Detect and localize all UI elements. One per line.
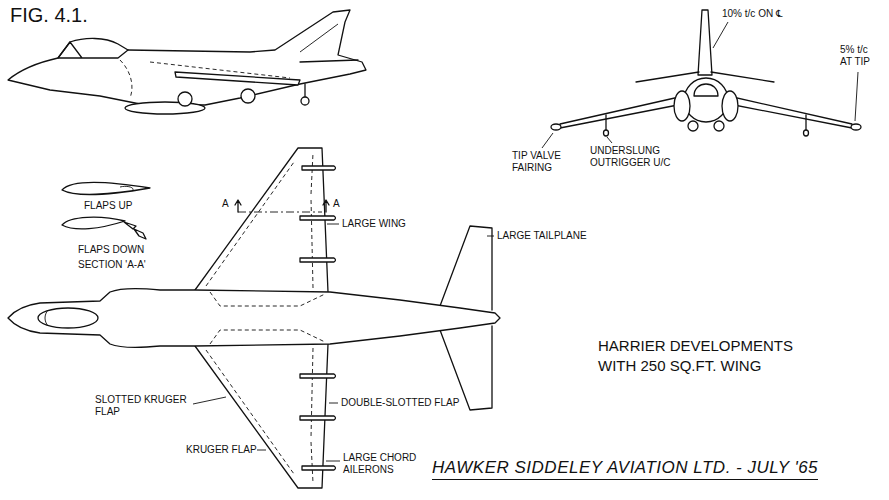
leader-line (607, 137, 612, 143)
leader-line (542, 133, 553, 148)
tailplane-plan (440, 226, 492, 310)
section-label: FLAPS UP (84, 200, 132, 212)
canopy-front (694, 84, 718, 96)
flap-slot-up (120, 186, 133, 191)
leader-line (193, 397, 226, 404)
canopy-side (58, 42, 128, 58)
leader-line (327, 224, 339, 225)
wing-root-hidden (150, 62, 290, 78)
airfoil-flaps-down (62, 217, 125, 229)
leader-line (855, 72, 858, 121)
airfoil-flaps-up (62, 183, 150, 195)
plan-view (8, 148, 500, 488)
part-label: LARGE WING (342, 218, 406, 230)
wing-front-left (560, 95, 688, 128)
gun-pod (125, 102, 205, 114)
intake-right (722, 91, 738, 121)
leader-lines (193, 22, 858, 461)
fin-front (698, 10, 712, 75)
section-line (238, 212, 322, 213)
canopy-plan (38, 308, 98, 328)
tip-fairing-left (551, 124, 561, 130)
leader-line (326, 461, 340, 462)
leader-line (329, 403, 338, 404)
section-marks (235, 200, 329, 212)
fuselage-front (684, 78, 728, 122)
wing-front-right (724, 95, 852, 128)
part-label: LARGE CHORD AILERONS (343, 452, 417, 476)
leader-line (487, 236, 494, 237)
part-label: TIP VALVE FAIRING (512, 150, 572, 174)
pylon-inner (300, 258, 336, 262)
outrigger-wheel-left (604, 130, 609, 136)
flap-down-1 (124, 222, 136, 229)
section-title: SECTION 'A-A' (78, 259, 146, 271)
outrigger-wheel-right (804, 130, 809, 136)
flap-hinge-line (311, 198, 313, 288)
drawing-title: HARRIER DEVELOPMENTS WITH 250 SQ.FT. WIN… (598, 336, 810, 375)
nozzle-front-left (688, 121, 698, 131)
tailplane-side (300, 60, 358, 62)
flap-down-2 (134, 229, 146, 239)
fin-detail (300, 24, 338, 52)
part-label: UNDERSLUNG OUTRIGGER U/C (590, 145, 676, 169)
section-arrow-right (323, 200, 329, 212)
wing-sections (62, 183, 150, 239)
intake-outline (120, 60, 132, 98)
fuselage-plan (8, 289, 500, 348)
part-label: DOUBLE-SLOTTED FLAP (341, 397, 459, 409)
leader-line (257, 450, 266, 451)
wing-root-hidden (210, 292, 325, 344)
nozzle-front-right (714, 121, 724, 131)
part-label: SLOTTED KRUGER FLAP (95, 394, 191, 418)
pylon-mid (300, 216, 336, 220)
rear-nozzle (241, 89, 255, 103)
windscreen-plan (45, 310, 48, 326)
thickness-note: 10% t/c ON ℄ (722, 8, 782, 20)
aileron-hinge-line (311, 153, 313, 194)
leader-line (713, 22, 728, 48)
front-view (551, 10, 861, 136)
tip-fairing-right (851, 124, 861, 130)
outrigger-strut (304, 84, 305, 98)
wing-side (175, 72, 300, 85)
kruger-flap-line (206, 162, 294, 286)
section-mark: A (222, 198, 229, 210)
section-mark: A (333, 198, 340, 210)
company-caption: HAWKER SIDDELEY AVIATION LTD. - JULY '65 (432, 458, 818, 480)
intake-left (674, 91, 690, 121)
pylon-outer (302, 166, 336, 170)
part-label: KRUGER FLAP (186, 444, 257, 456)
section-label: FLAPS DOWN (78, 244, 144, 256)
part-label: LARGE TAILPLANE (497, 230, 587, 242)
figure-number: FIG. 4.1. (10, 3, 88, 27)
thickness-note: 5% t/c AT TIP (840, 44, 880, 68)
section-arrow-left (235, 200, 241, 212)
outrigger-wheel (301, 97, 309, 105)
front-nozzle (178, 92, 192, 106)
plan-half (120, 148, 492, 310)
